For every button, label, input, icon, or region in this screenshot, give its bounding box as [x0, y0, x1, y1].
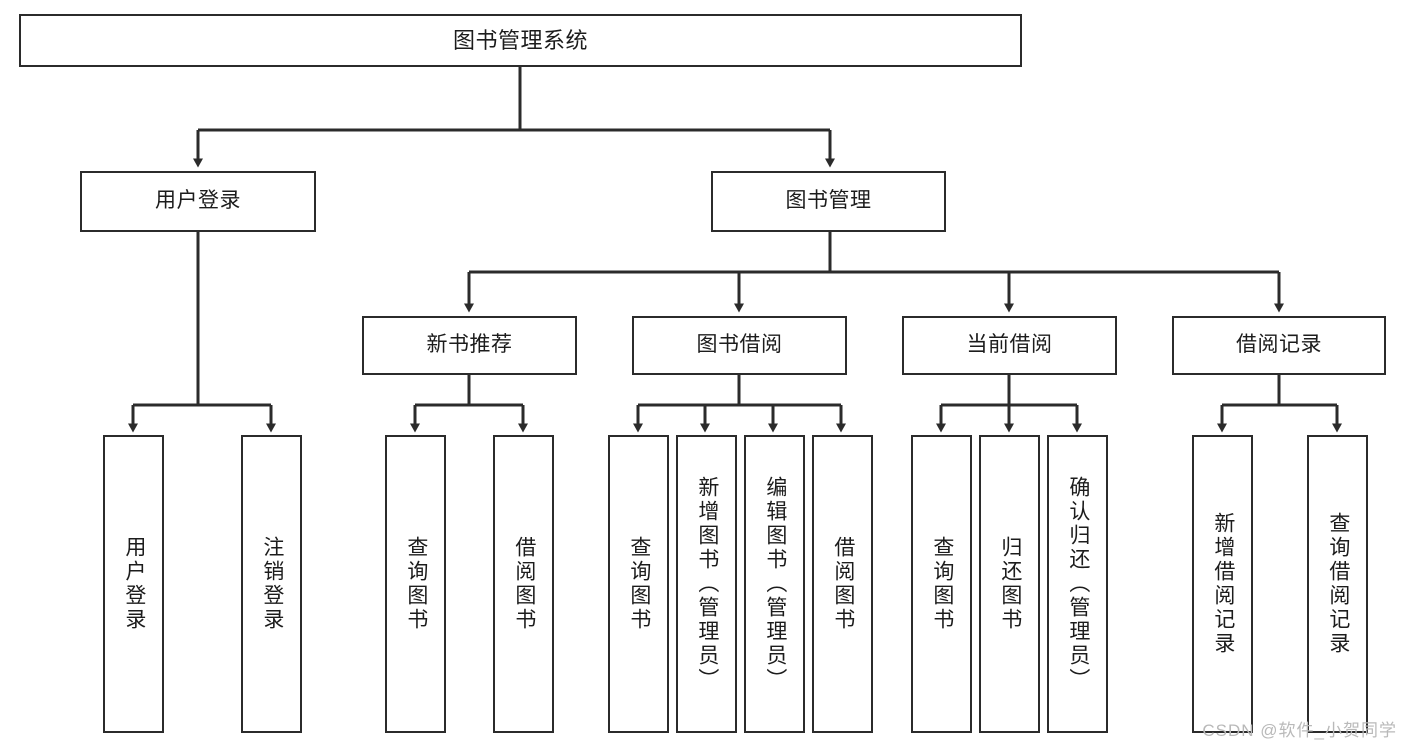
node-label: 新书推荐 — [426, 333, 513, 357]
node-label: 查询借阅记录 — [1326, 512, 1350, 656]
node-label: 查询图书 — [404, 536, 428, 632]
node-label: 图书管理 — [785, 189, 872, 213]
node-leaf-borrow-book[interactable]: 借阅图书 — [812, 435, 873, 733]
node-label: 图书管理系统 — [452, 27, 588, 53]
node-label: 图书借阅 — [696, 333, 783, 357]
node-book-management[interactable]: 图书管理 — [711, 171, 946, 232]
node-label: 借阅图书 — [831, 536, 855, 632]
node-leaf-user-login[interactable]: 用户登录 — [103, 435, 164, 733]
node-label: 新增图书（管理员） — [695, 476, 719, 692]
node-leaf-return-book[interactable]: 归还图书 — [979, 435, 1040, 733]
node-user-login[interactable]: 用户登录 — [80, 171, 316, 232]
node-new-book-recommendation[interactable]: 新书推荐 — [362, 316, 577, 375]
node-label: 确认归还（管理员） — [1066, 476, 1090, 692]
node-leaf-add-book-admin[interactable]: 新增图书（管理员） — [676, 435, 737, 733]
node-label: 用户登录 — [122, 536, 146, 632]
node-label: 查询图书 — [930, 536, 954, 632]
node-label: 查询图书 — [627, 536, 651, 632]
node-borrowing-record[interactable]: 借阅记录 — [1172, 316, 1386, 375]
node-leaf-query-book-borrow[interactable]: 查询图书 — [608, 435, 669, 733]
node-label: 当前借阅 — [966, 333, 1053, 357]
node-label: 注销登录 — [260, 536, 284, 632]
node-leaf-query-borrow-record[interactable]: 查询借阅记录 — [1307, 435, 1368, 733]
node-label: 新增借阅记录 — [1211, 512, 1235, 656]
node-label: 编辑图书（管理员） — [763, 476, 787, 692]
node-label: 归还图书 — [998, 536, 1022, 632]
node-leaf-logout[interactable]: 注销登录 — [241, 435, 302, 733]
node-leaf-query-book-current[interactable]: 查询图书 — [911, 435, 972, 733]
node-leaf-borrow-book-new[interactable]: 借阅图书 — [493, 435, 554, 733]
node-label: 借阅记录 — [1236, 333, 1322, 357]
node-root-book-management-system[interactable]: 图书管理系统 — [19, 14, 1022, 67]
node-leaf-add-borrow-record[interactable]: 新增借阅记录 — [1192, 435, 1253, 733]
node-leaf-query-book-new[interactable]: 查询图书 — [385, 435, 446, 733]
node-leaf-confirm-return-admin[interactable]: 确认归还（管理员） — [1047, 435, 1108, 733]
node-leaf-edit-book-admin[interactable]: 编辑图书（管理员） — [744, 435, 805, 733]
node-current-borrowing[interactable]: 当前借阅 — [902, 316, 1117, 375]
node-label: 借阅图书 — [512, 536, 536, 632]
node-book-borrowing[interactable]: 图书借阅 — [632, 316, 847, 375]
node-label: 用户登录 — [155, 189, 241, 213]
watermark: CSDN @软件_小贺同学 — [1202, 721, 1397, 740]
